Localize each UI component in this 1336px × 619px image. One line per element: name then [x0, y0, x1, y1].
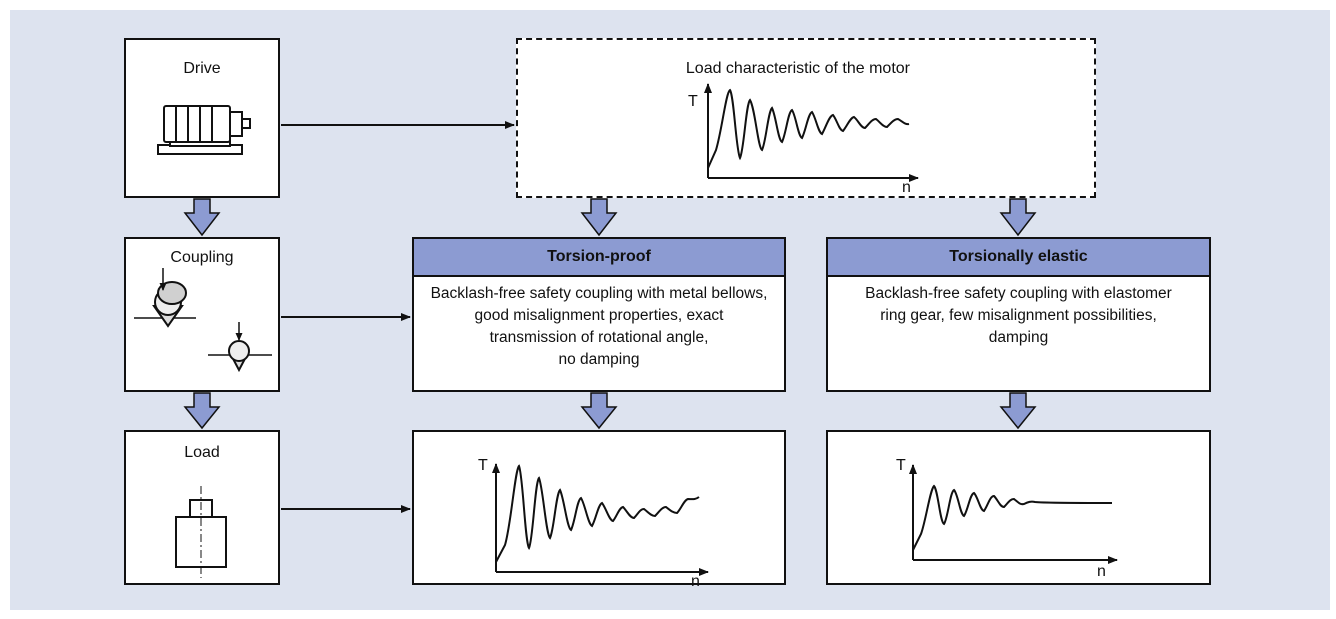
torsion-proof-box: Torsion-proof Backlash-free safety coupl…	[412, 237, 786, 392]
torsion-proof-response-box	[412, 430, 786, 585]
load-box: Load	[124, 430, 280, 585]
motor-characteristic-box: Load characteristic of the motor	[516, 38, 1096, 198]
load-title: Load	[184, 444, 220, 461]
motor-characteristic-title: Load characteristic of the motor	[685, 60, 910, 77]
coupling-title: Coupling	[170, 249, 234, 266]
coupling-box: Coupling	[124, 237, 280, 392]
torsion-proof-header: Torsion-proof	[414, 239, 784, 277]
torsionally-elastic-header: Torsionally elastic	[828, 239, 1209, 277]
torsionally-elastic-box: Torsionally elastic Backlash-free safety…	[826, 237, 1211, 392]
drive-box: Drive	[124, 38, 280, 198]
torsion-proof-description: Backlash-free safety coupling with metal…	[430, 285, 768, 368]
drive-title: Drive	[183, 60, 221, 77]
torsionally-elastic-description: Backlash-free safety coupling with elast…	[865, 285, 1172, 346]
torsionally-elastic-response-box	[826, 430, 1211, 585]
